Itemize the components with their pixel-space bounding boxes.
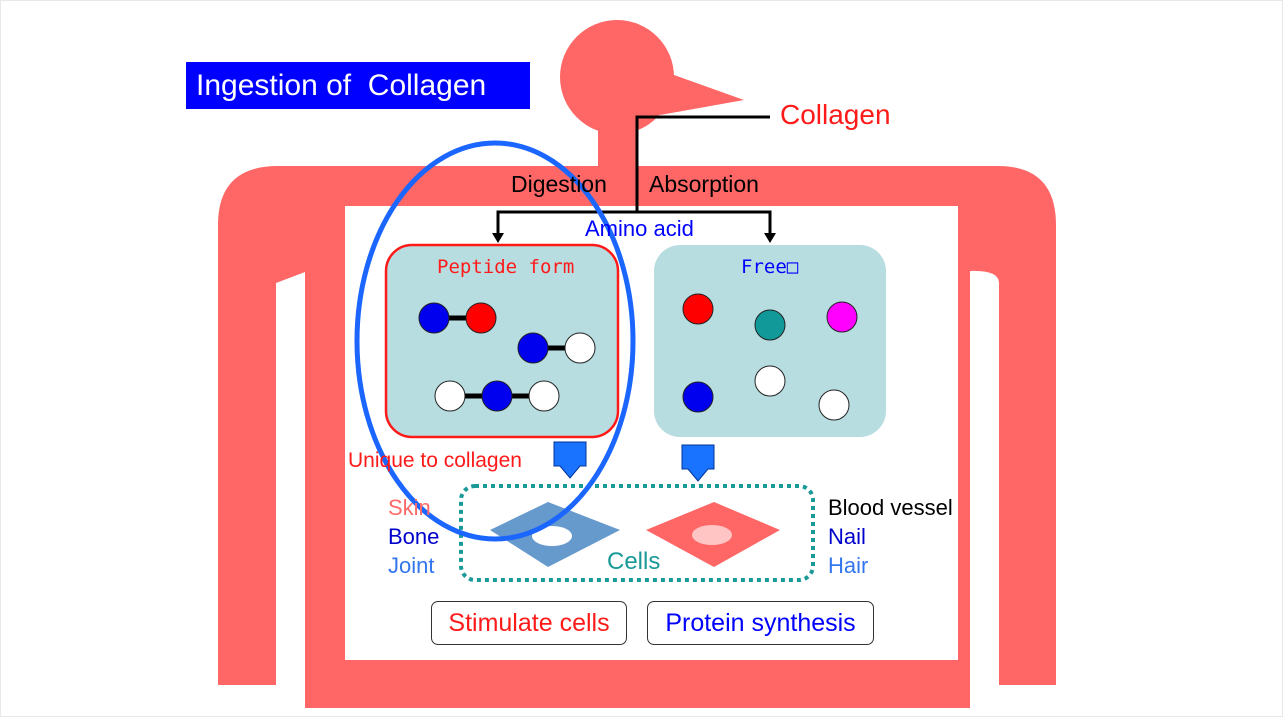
amino-acid-molecule xyxy=(564,332,596,364)
cells-box xyxy=(459,484,815,582)
amino-acid-label: Amino acid xyxy=(585,216,694,241)
free-panel-title: Free□ xyxy=(741,256,799,278)
cells-label: Cells xyxy=(607,548,661,575)
absorption-label: Absorption xyxy=(649,171,759,197)
connector-lines xyxy=(496,115,772,233)
target-label: Bone xyxy=(388,524,440,549)
cell-blue-nucleus xyxy=(532,526,572,546)
block-arrow-right-icon xyxy=(681,444,715,482)
digestion-label: Digestion xyxy=(511,171,607,197)
neck-shape xyxy=(598,120,638,172)
peptide-molecules xyxy=(418,302,596,412)
stimulate-cells-box: Stimulate cells xyxy=(431,601,627,645)
free-amino-acid xyxy=(754,309,786,341)
block-arrow-left-icon xyxy=(553,441,587,479)
page-title: Ingestion of Collagen xyxy=(186,62,530,109)
arrow-down-right-icon xyxy=(764,233,776,243)
target-label: Joint xyxy=(388,553,435,578)
amino-acid-molecule xyxy=(481,380,513,412)
target-label: Hair xyxy=(828,553,869,578)
free-amino-acid xyxy=(826,301,858,333)
amino-acid-molecule xyxy=(528,380,560,412)
free-amino-acid xyxy=(754,365,786,397)
amino-acid-molecule xyxy=(465,302,497,334)
free-amino-acid xyxy=(682,381,714,413)
lower-torso xyxy=(305,660,970,708)
arrow-down-left-icon xyxy=(492,233,504,243)
target-label: Blood vessel xyxy=(828,495,953,520)
peptide-panel-title: Peptide form xyxy=(437,256,575,278)
protein-synthesis-box: Protein synthesis xyxy=(647,601,874,645)
target-label: Skin xyxy=(388,495,431,520)
head-shape xyxy=(560,20,674,134)
cell-red-nucleus xyxy=(692,525,732,545)
free-panel xyxy=(654,245,886,437)
collagen-label: Collagen xyxy=(780,99,891,130)
unique-label: Unique to collagen xyxy=(348,449,522,472)
mouth-shape xyxy=(660,70,744,115)
amino-acid-molecule xyxy=(434,380,466,412)
free-molecules xyxy=(682,293,858,421)
free-amino-acid xyxy=(682,293,714,325)
amino-acid-molecule xyxy=(418,302,450,334)
highlight-ellipse xyxy=(354,140,636,542)
amino-acid-molecule xyxy=(517,332,549,364)
free-amino-acid xyxy=(818,389,850,421)
target-label: Nail xyxy=(828,524,866,549)
